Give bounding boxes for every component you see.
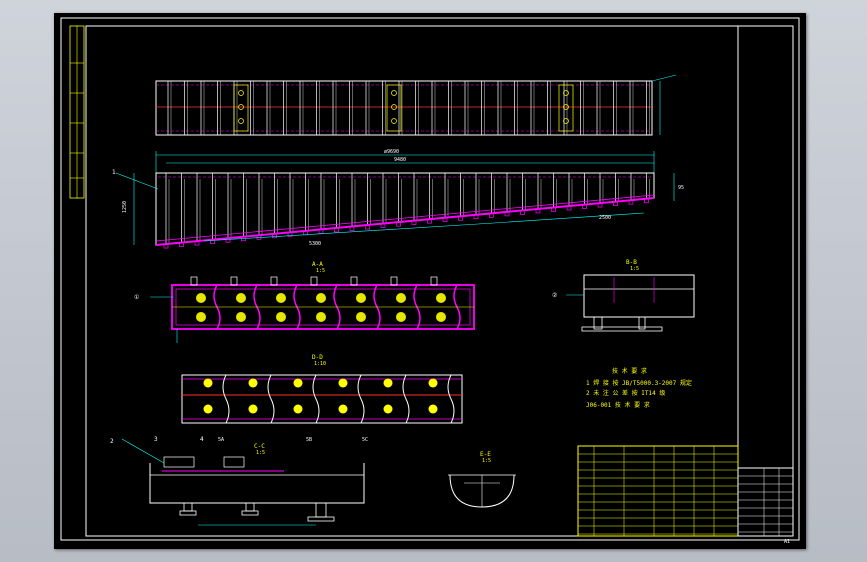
callout-2: 2 [110, 438, 114, 445]
callout-5c: 5C [362, 437, 368, 443]
section-e-title: E-E [480, 451, 491, 458]
title-block: A1 [577, 445, 794, 545]
callout-5b: 5B [306, 437, 312, 443]
callout-q2: ② [552, 292, 557, 299]
section-a-scale: 1:5 [316, 268, 325, 274]
section-b-title: B-B [626, 259, 637, 266]
section-a-view: A-A 1:5 ① [134, 261, 475, 343]
section-c-view: C-C 1:5 2 3 4 [110, 436, 365, 526]
section-d-title: D-D [312, 354, 323, 361]
dim-height-right: 95 [678, 185, 684, 191]
notes-line-3: J06-001 技 术 要 求 [586, 401, 650, 409]
callout-q1: ① [134, 294, 139, 301]
section-c-title: C-C [254, 443, 265, 450]
section-e-scale: 1:5 [482, 458, 491, 464]
left-tag-block [69, 25, 85, 199]
sheet-number: A1 [784, 539, 790, 545]
callout-5a: 5A [218, 437, 224, 443]
dim-height-left: 1250 [122, 201, 128, 213]
notes-line-2: 2 未 注 公 差 按 IT14 级 [586, 389, 665, 397]
cad-drawing: ø9690 9480 1250 95 5300 2500 1 A-A 1:5 ① [60, 17, 800, 545]
section-d-view: D-D 1:10 5A 5B 5C [181, 354, 463, 443]
dim-bottom-left: 5300 [309, 241, 321, 247]
dim-overall-top: ø9690 [384, 149, 399, 155]
notes-title: 技 术 要 求 [612, 367, 647, 375]
dim-bottom-right: 2500 [599, 215, 611, 221]
inner-border [85, 25, 794, 537]
outer-border [60, 17, 800, 541]
technical-notes: 技 术 要 求 1 焊 接 按 JB/T5000.3-2007 规定 2 未 注… [586, 367, 692, 409]
drawing-sheet: ø9690 9480 1250 95 5300 2500 1 A-A 1:5 ① [54, 13, 806, 549]
section-d-scale: 1:10 [314, 361, 326, 367]
dim-overall-inner: 9480 [394, 157, 406, 163]
callout-1: 1 [112, 169, 116, 176]
callout-3: 3 [154, 436, 158, 443]
section-a-title: A-A [312, 261, 323, 268]
section-c-scale: 1:5 [256, 450, 265, 456]
elevation-view: ø9690 9480 1250 95 5300 2500 1 [112, 149, 684, 249]
notes-line-1: 1 焊 接 按 JB/T5000.3-2007 规定 [586, 379, 692, 387]
section-b-view: B-B 1:5 ② [552, 259, 695, 332]
section-e-view: E-E 1:5 [448, 451, 516, 508]
callout-4: 4 [200, 436, 204, 443]
plan-view [155, 74, 677, 136]
section-b-scale: 1:5 [630, 266, 639, 272]
